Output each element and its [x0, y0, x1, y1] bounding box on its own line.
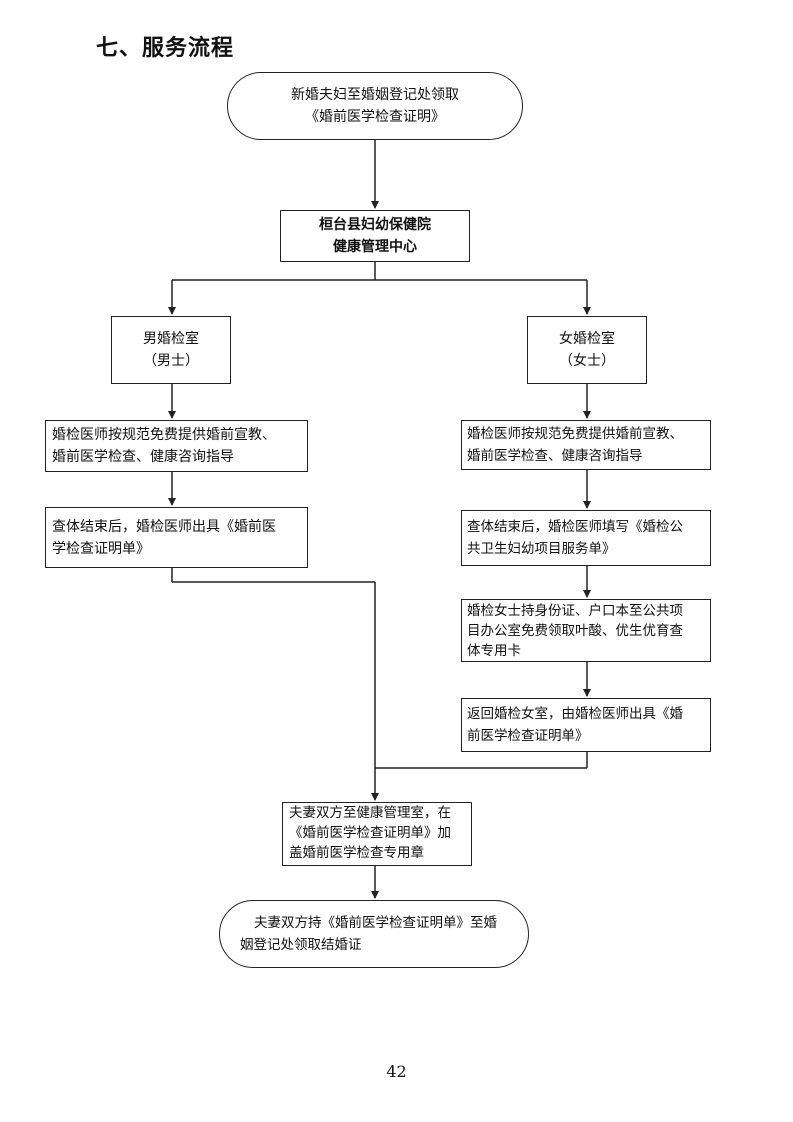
node-text-line: （女士） — [559, 353, 615, 369]
node-text-line: 婚检女士持身份证、户口本至公共项 — [467, 603, 683, 619]
node-text-line: 查体结束后，婚检医师出具《婚前医 — [52, 519, 276, 535]
node-text-line: 男婚检室 — [143, 331, 199, 347]
node-text-line: 女婚检室 — [559, 331, 615, 347]
flow-node-female-certificate: 返回婚检女室，由婚检医师出具《婚 前医学检查证明单》 — [461, 698, 711, 752]
page-title: 七、服务流程 — [96, 36, 235, 61]
node-text-line: 目办公室免费领取叶酸、优生优育查 — [467, 623, 683, 639]
node-text-line: 《婚前医学检查证明单》加 — [289, 825, 451, 841]
node-text-line: 新婚夫妇至婚姻登记处领取 — [291, 87, 459, 103]
node-text-line: 婚前医学检查、健康咨询指导 — [467, 448, 643, 464]
node-text-line: 学检查证明单》 — [52, 541, 150, 557]
node-text-line: 盖婚前医学检查专用章 — [289, 845, 424, 861]
node-text-line: 查体结束后，婚检医师填写《婚检公 — [467, 519, 683, 535]
flow-node-male-exam: 婚检医师按规范免费提供婚前宣教、 婚前医学检查、健康咨询指导 — [45, 420, 308, 472]
node-text-line: 前医学检查证明单》 — [467, 728, 589, 744]
node-text-line: 夫妻双方持《婚前医学检查证明单》至婚 — [254, 915, 497, 931]
flow-node-start: 新婚夫妇至婚姻登记处领取 《婚前医学检查证明》 — [227, 72, 523, 140]
node-text-line: 体专用卡 — [467, 643, 521, 659]
flow-node-end: 夫妻双方持《婚前医学检查证明单》至婚 姻登记处领取结婚证 — [219, 900, 529, 968]
flow-node-female-exam: 婚检医师按规范免费提供婚前宣教、 婚前医学检查、健康咨询指导 — [461, 420, 711, 470]
node-text-line: 婚检医师按规范免费提供婚前宣教、 — [52, 427, 276, 443]
flow-node-male-room: 男婚检室 （男士） — [111, 316, 231, 384]
page-number: 42 — [386, 1062, 407, 1081]
node-text-line: 婚前医学检查、健康咨询指导 — [52, 449, 234, 465]
flow-node-female-service-form: 查体结束后，婚检医师填写《婚检公 共卫生妇幼项目服务单》 — [461, 510, 711, 566]
node-text-line: 《婚前医学检查证明》 — [305, 109, 445, 125]
node-text-line: 返回婚检女室，由婚检医师出具《婚 — [467, 706, 683, 722]
node-text-line: （男士） — [143, 353, 199, 369]
node-text-line: 婚检医师按规范免费提供婚前宣教、 — [467, 426, 683, 442]
flow-node-male-certificate: 查体结束后，婚检医师出具《婚前医 学检查证明单》 — [45, 507, 308, 568]
flow-node-female-folic-acid: 婚检女士持身份证、户口本至公共项 目办公室免费领取叶酸、优生优育查 体专用卡 — [461, 599, 711, 662]
node-text-line: 共卫生妇幼项目服务单》 — [467, 541, 616, 557]
node-text-line: 健康管理中心 — [333, 239, 417, 255]
node-text-line: 夫妻双方至健康管理室，在 — [289, 805, 451, 821]
node-text-line: 桓台县妇幼保健院 — [319, 217, 431, 233]
flow-node-female-room: 女婚检室 （女士） — [527, 316, 647, 384]
flow-node-health-center: 桓台县妇幼保健院 健康管理中心 — [280, 210, 470, 262]
node-text-line: 姻登记处领取结婚证 — [240, 937, 362, 953]
flow-node-stamp: 夫妻双方至健康管理室，在 《婚前医学检查证明单》加 盖婚前医学检查专用章 — [282, 802, 472, 866]
